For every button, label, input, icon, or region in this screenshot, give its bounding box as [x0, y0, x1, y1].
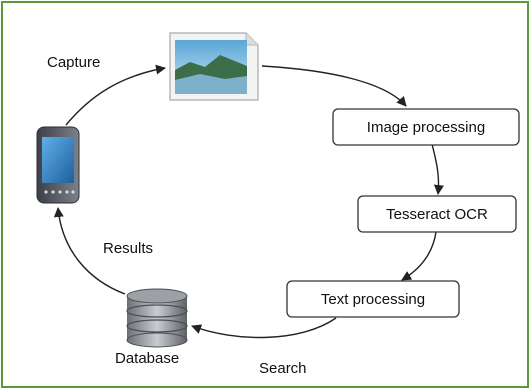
search-label: Search	[259, 360, 307, 377]
image-processing-box: Image processing	[332, 108, 520, 146]
arrow-image-to-image-processing	[261, 65, 407, 107]
results-label: Results	[103, 240, 153, 257]
database-label: Database	[115, 350, 179, 367]
tesseract-ocr-box: Tesseract OCR	[357, 195, 517, 233]
image-file-icon	[169, 32, 259, 101]
text-processing-label: Text processing	[321, 291, 425, 308]
arrow-phone-to-image	[65, 64, 166, 126]
tesseract-ocr-label: Tesseract OCR	[386, 206, 488, 223]
database-icon	[126, 288, 188, 348]
capture-label: Capture	[47, 54, 100, 71]
arrow-text-processing-to-database	[191, 317, 337, 339]
arrow-tesseract-to-text-processing	[401, 231, 437, 281]
image-processing-label: Image processing	[367, 119, 485, 136]
arrow-image-processing-to-tesseract	[431, 143, 444, 195]
smartphone-icon	[36, 126, 80, 204]
text-processing-box: Text processing	[286, 280, 460, 318]
arrow-database-to-phone	[53, 207, 126, 295]
